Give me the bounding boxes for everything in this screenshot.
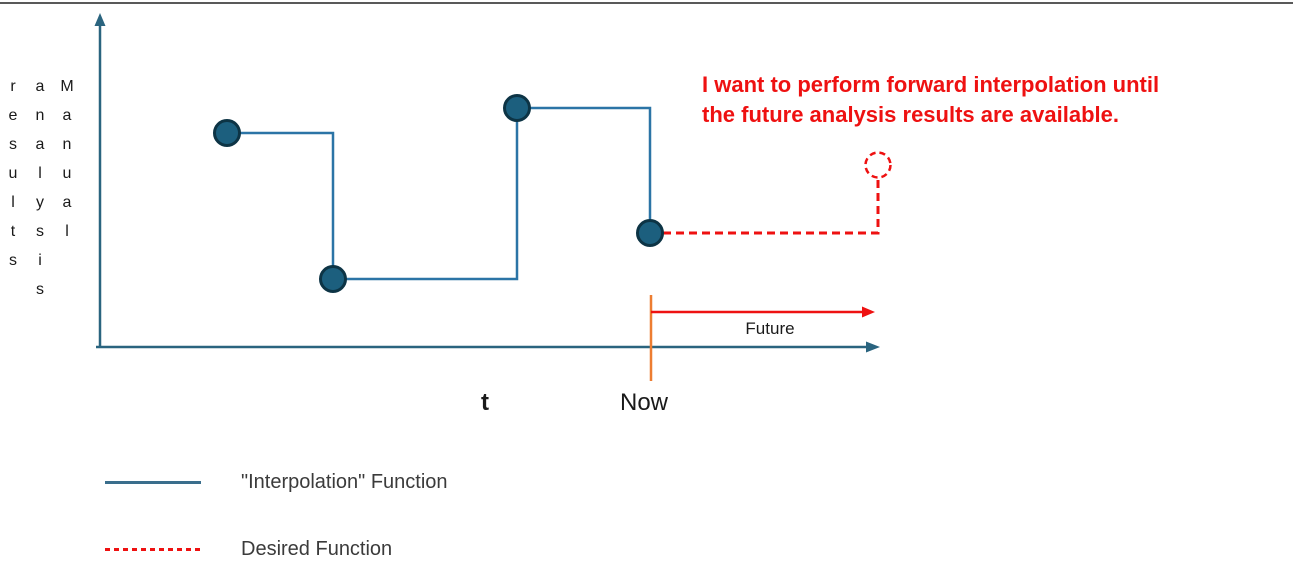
now-label: Now — [620, 389, 669, 416]
y-axis-letter: n — [62, 136, 72, 153]
annotation-text: I want to perform forward interpolation … — [702, 70, 1262, 130]
desired-function-dashed-line — [650, 179, 880, 235]
top-divider-line — [0, 2, 1293, 4]
y-axis-letter: u — [8, 165, 18, 182]
y-axis-letter: M — [60, 78, 74, 95]
y-axis-letter: l — [11, 194, 15, 211]
y-axis-letter: l — [65, 223, 69, 240]
y-axis-letter: n — [35, 107, 45, 124]
legend-item-desired-function: Desired Function — [105, 533, 448, 565]
y-axis-letter: a — [62, 194, 72, 211]
y-axis-letter: y — [36, 194, 44, 211]
data-point-dot — [503, 94, 531, 122]
x-axis-arrowhead — [866, 341, 880, 353]
legend-label-interpolation: "Interpolation" Function — [241, 470, 448, 493]
legend-solid-line-swatch — [105, 480, 201, 484]
y-axis-letter: s — [36, 281, 44, 298]
y-axis-letter: a — [35, 78, 45, 95]
legend-label-desired: Desired Function — [241, 537, 393, 560]
y-axis-letter: a — [35, 136, 45, 153]
annotation-line-1: I want to perform forward interpolation … — [702, 72, 1160, 97]
annotation-line-2: the future analysis results are availabl… — [702, 102, 1119, 127]
interpolation-step-line — [227, 106, 652, 281]
future-point-dashed-circle — [864, 151, 892, 179]
future-arrowhead — [862, 306, 875, 318]
legend: "Interpolation" Function Desired Functio… — [105, 466, 448, 577]
y-axis-letter: s — [36, 223, 44, 240]
data-point-dot — [636, 219, 664, 247]
y-axis-arrowhead — [94, 13, 106, 26]
legend-dashed-line-swatch — [105, 547, 201, 551]
y-axis-letter: s — [9, 252, 17, 269]
y-axis-letter: i — [38, 252, 42, 269]
y-axis-letter: r — [10, 78, 16, 95]
y-axis-letter: u — [62, 165, 72, 182]
t-axis-label: t — [481, 389, 489, 416]
future-label: Future — [745, 319, 795, 338]
legend-item-interpolation-function: "Interpolation" Function — [105, 466, 448, 498]
y-axis-letter: s — [9, 136, 17, 153]
data-point-dot — [319, 265, 347, 293]
y-axis-letter: t — [10, 223, 16, 240]
data-point-dot — [213, 119, 241, 147]
y-axis-letter: l — [38, 165, 42, 182]
y-axis-letter: e — [8, 107, 18, 124]
y-axis-letter: a — [62, 107, 72, 124]
